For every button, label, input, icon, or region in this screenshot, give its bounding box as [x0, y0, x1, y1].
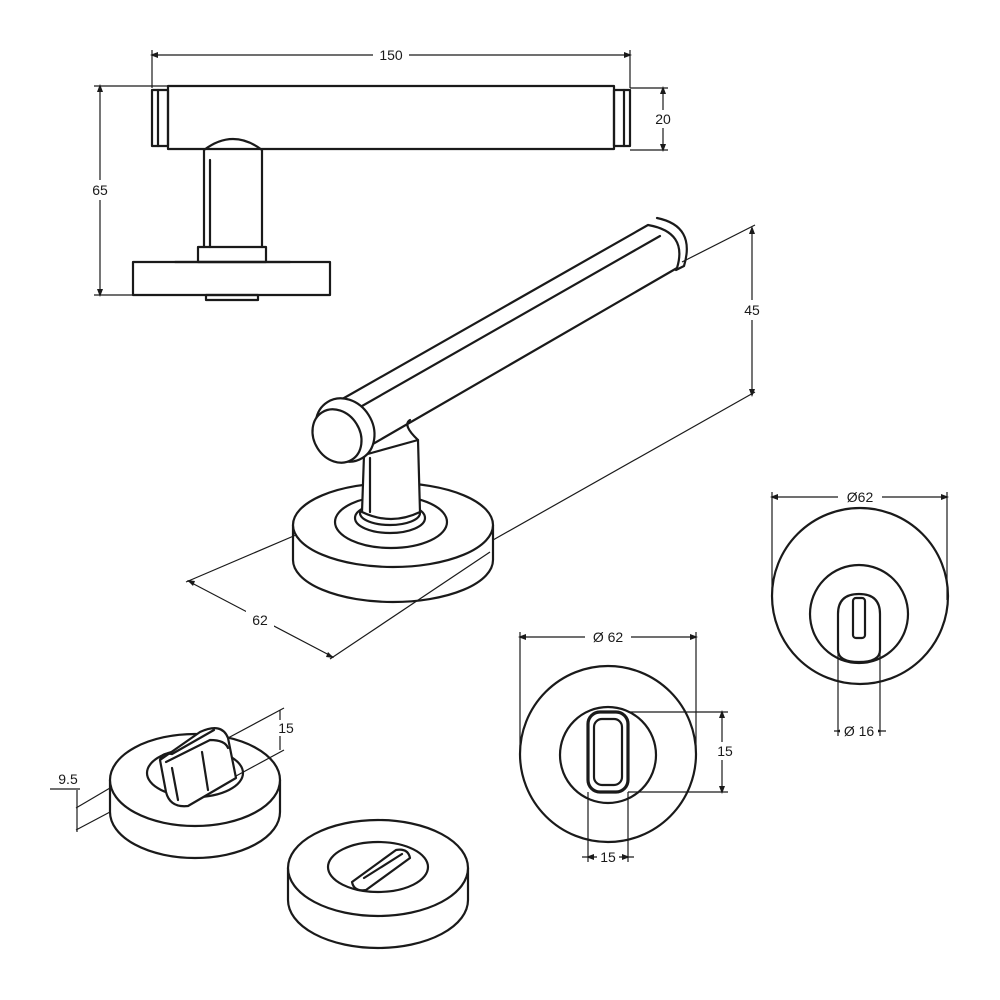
turn-thumb-outer — [586, 710, 630, 794]
dimension-9-5: 9.5 — [50, 771, 111, 832]
iso-lever-bar — [335, 223, 681, 450]
turn-thumb-inner — [592, 717, 624, 787]
turn-knob — [158, 727, 238, 808]
right-end-cap — [612, 88, 632, 148]
release-rose-side — [286, 866, 470, 950]
rose-plate-side — [131, 260, 332, 297]
dim-label-62-release: Ø62 — [847, 489, 874, 505]
dimension-15-iso: 15 — [227, 707, 294, 777]
dim-label-15-height: 15 — [717, 743, 733, 759]
spindle-stub — [204, 293, 260, 302]
dimension-45: 45 — [492, 224, 763, 541]
dim-label-20: 20 — [655, 111, 671, 127]
iso-far-end-cap — [655, 216, 688, 272]
dim-label-65: 65 — [92, 182, 108, 198]
dimension-15-height: 15 — [628, 710, 736, 794]
dimension-62-release: Ø62 — [770, 488, 949, 600]
dimension-62-iso: 62 — [185, 534, 491, 660]
isometric-lever-view: 45 62 — [185, 216, 763, 660]
dimension-150: 150 — [150, 46, 632, 88]
neck — [202, 138, 264, 249]
left-end-cap — [150, 88, 170, 148]
dim-label-62-turn: Ø 62 — [593, 629, 624, 645]
dimension-20: 20 — [630, 86, 674, 152]
collar — [196, 245, 268, 264]
isometric-turn-view: 15 9.5 — [50, 707, 294, 860]
release-slot-front — [836, 592, 882, 664]
iso-turn-rose-side — [108, 778, 282, 860]
iso-rose-side — [291, 523, 495, 604]
release-rose-inner — [808, 563, 910, 665]
turn-rose-inner — [558, 705, 658, 805]
dimension-62-turn: Ø 62 — [518, 628, 698, 756]
turn-rose-front-view: Ø 62 15 15 — [518, 628, 736, 866]
release-collar — [326, 840, 430, 894]
dim-label-150: 150 — [379, 47, 403, 63]
dimension-16: Ø 16 — [834, 650, 886, 740]
dim-label-16: Ø 16 — [844, 723, 875, 739]
dim-label-9-5: 9.5 — [58, 771, 78, 787]
dimension-65: 65 — [89, 84, 168, 297]
dim-label-15-iso: 15 — [278, 720, 294, 736]
turn-rose-outer — [518, 664, 698, 844]
release-slot-indicator — [851, 596, 867, 640]
dim-label-62-iso: 62 — [252, 612, 268, 628]
dim-label-15-width: 15 — [600, 849, 616, 865]
release-slot — [350, 848, 412, 892]
dim-label-45: 45 — [744, 302, 760, 318]
iso-neck — [360, 438, 422, 521]
release-rose-outer — [770, 506, 950, 686]
release-rose-front-view: Ø62 Ø 16 — [770, 488, 950, 740]
release-rose-view — [286, 818, 470, 950]
front-elevation-view: 150 20 65 — [89, 46, 674, 302]
dimension-15-width: 15 — [582, 792, 634, 866]
